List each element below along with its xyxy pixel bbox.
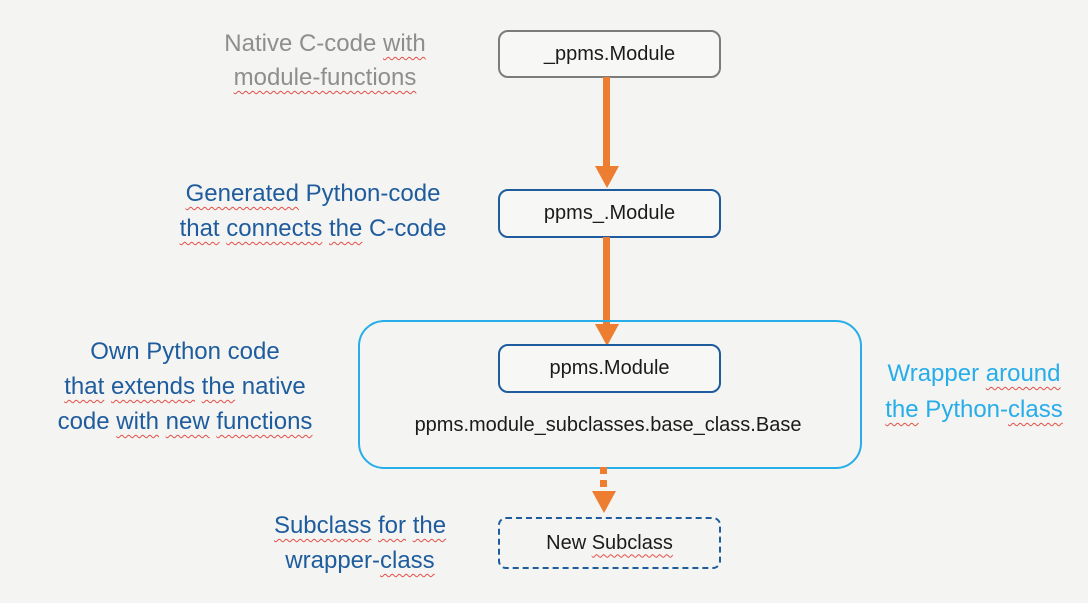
arrow-wrapper-to-subclass-head	[592, 491, 616, 513]
misspelled-word: that	[179, 215, 220, 242]
label-generated-python-code: Generated Python-code that connects the …	[158, 176, 468, 246]
text-segment	[322, 215, 329, 242]
misspelled-word: new	[165, 408, 210, 435]
text-segment: Wrapper	[887, 360, 986, 387]
arrow-wrapper-to-subclass-shaft	[600, 467, 607, 492]
text-segment	[104, 373, 111, 400]
misspelled-word: with	[383, 30, 426, 57]
text-segment: wrapper-	[285, 547, 380, 574]
misspelled-word: the	[885, 396, 919, 423]
node-native-module-label: _ppms.Module	[543, 42, 676, 65]
misspelled-word: for	[378, 512, 407, 539]
text-segment: C-code	[362, 215, 447, 242]
misspelled-word: Subclass	[591, 531, 673, 554]
misspelled-word: class	[380, 547, 435, 574]
node-generated-module: ppms_.Module	[498, 189, 721, 238]
text-segment: Python-code	[299, 180, 441, 207]
misspelled-word: Generated	[185, 180, 299, 207]
misspelled-word: class	[1008, 396, 1063, 423]
misspelled-word: functions	[216, 408, 313, 435]
label-line: Native C-code with	[175, 27, 475, 61]
text-segment: Own Python code	[90, 338, 280, 365]
arrow-native-to-generated-shaft	[603, 77, 610, 166]
node-native-module: _ppms.Module	[498, 30, 721, 78]
node-new-subclass: New Subclass	[498, 517, 721, 569]
node-python-module-label: ppms.Module	[549, 357, 670, 379]
label-line: Subclass for the	[238, 508, 482, 543]
wrapper-container-box	[358, 320, 862, 469]
misspelled-word: the	[201, 373, 236, 400]
text-segment	[406, 512, 413, 539]
misspelled-word: around	[985, 360, 1061, 387]
base-class-path-text: ppms.module_subclasses.base_class.Base	[414, 414, 802, 436]
arrow-native-to-generated-head	[595, 166, 619, 188]
text-segment	[371, 512, 378, 539]
misspelled-word: with	[116, 408, 159, 435]
misspelled-word: module-functions	[233, 64, 417, 91]
text-segment: native	[235, 373, 306, 400]
node-python-module: ppms.Module	[498, 344, 721, 393]
text-segment	[195, 373, 202, 400]
text-segment: code	[57, 408, 117, 435]
arrow-generated-to-python-shaft	[603, 237, 610, 324]
misspelled-word: extends	[110, 373, 195, 400]
label-subclass-for-wrapper: Subclass for the wrapper-class	[238, 508, 482, 578]
misspelled-word: Subclass	[273, 512, 372, 539]
text-segment	[159, 408, 166, 435]
label-line: that connects the C-code	[158, 211, 468, 246]
misspelled-word: that	[64, 373, 105, 400]
label-line: the Python-class	[861, 392, 1087, 428]
misspelled-word: the	[329, 215, 363, 242]
label-line: Wrapper around	[861, 356, 1087, 392]
misspelled-word: connects	[226, 215, 323, 242]
label-line: Generated Python-code	[158, 176, 468, 211]
misspelled-word: the	[412, 512, 447, 539]
label-line: that extends the native	[22, 369, 348, 404]
arrow-generated-to-python-head	[595, 324, 619, 346]
text-segment: Python-	[918, 396, 1009, 423]
label-native-c-code: Native C-code with module-functions	[175, 27, 475, 95]
label-line: wrapper-class	[238, 543, 482, 578]
label-wrapper-around: Wrapper around the Python-class	[861, 356, 1087, 428]
label-line: module-functions	[175, 61, 475, 95]
label-own-python-code: Own Python code that extends the native …	[22, 334, 348, 439]
text-segment: Native C-code	[224, 30, 384, 57]
text-segment: New	[546, 531, 592, 554]
label-line: Own Python code	[22, 334, 348, 369]
label-line: code with new functions	[22, 404, 348, 439]
node-generated-module-label: ppms_.Module	[543, 202, 676, 224]
